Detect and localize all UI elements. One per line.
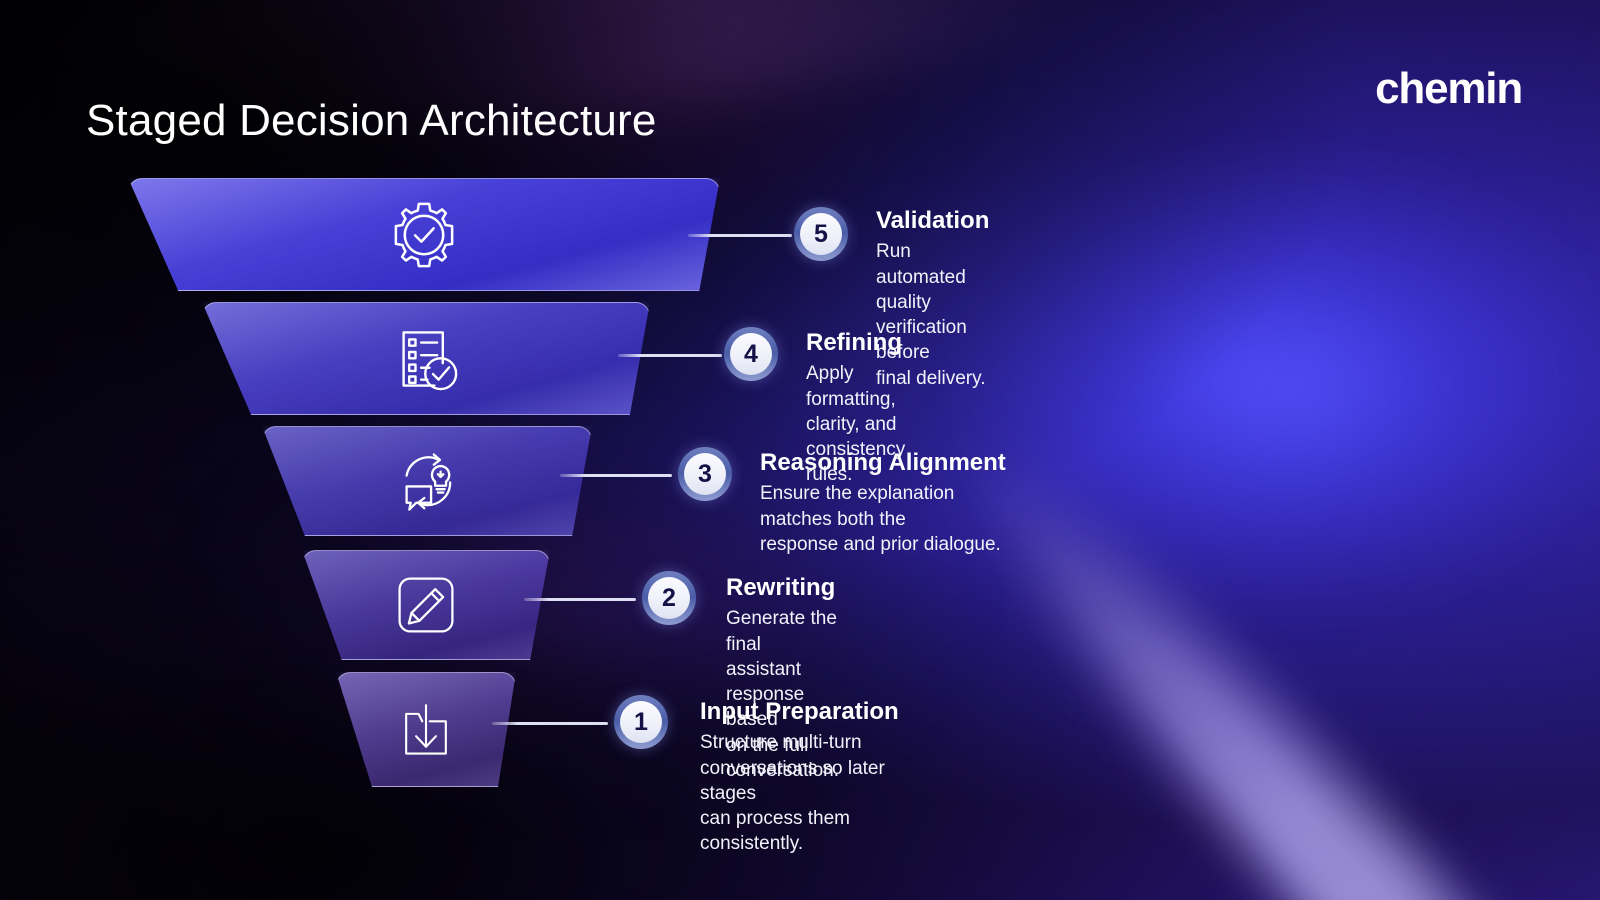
funnel-segment-3[interactable] xyxy=(262,426,592,536)
funnel-segment-2-shape xyxy=(302,550,550,660)
step-desc-1: Structure multi-turn conversations so la… xyxy=(700,732,885,855)
connector-line-4 xyxy=(618,354,722,357)
funnel-segment-2[interactable] xyxy=(302,550,550,660)
connector-line-1 xyxy=(492,722,608,725)
step-title-5: Validation xyxy=(876,207,990,234)
step-text-4: Refining Apply formatting, clarity, and … xyxy=(806,329,906,488)
step-desc-4: Apply formatting, clarity, and consisten… xyxy=(806,363,906,486)
step-desc-5: Run automated quality verification befor… xyxy=(876,241,986,389)
step-badge-1[interactable]: 1 xyxy=(614,695,668,749)
funnel-segment-1[interactable] xyxy=(336,672,516,787)
step-text-3: Reasoning Alignment Ensure the explanati… xyxy=(760,449,1006,557)
pencil-square-icon xyxy=(393,572,459,638)
step-desc-2: Generate the final assistant response ba… xyxy=(726,608,840,781)
funnel-segment-4-shape xyxy=(202,302,650,415)
step-badge-3-number: 3 xyxy=(684,453,726,495)
connector-line-2 xyxy=(524,598,636,601)
step-badge-2[interactable]: 2 xyxy=(642,571,696,625)
brand-logo: chemin xyxy=(1375,64,1523,113)
step-badge-5-number: 5 xyxy=(800,213,842,255)
step-text-2: Rewriting Generate the final assistant r… xyxy=(726,574,840,783)
step-title-2: Rewriting xyxy=(726,574,836,601)
step-text-1: Input Preparation Structure multi-turn c… xyxy=(700,698,899,857)
connector-line-3 xyxy=(560,474,672,477)
funnel-segment-3-shape xyxy=(262,426,592,536)
loop-lightbulb-chat-icon xyxy=(392,447,462,515)
funnel-segment-5[interactable] xyxy=(128,178,720,291)
step-title-4: Refining xyxy=(806,329,902,356)
funnel-segment-5-shape xyxy=(128,178,720,291)
funnel-segment-4[interactable] xyxy=(202,302,650,415)
gear-check-icon xyxy=(387,198,461,272)
checklist-check-icon xyxy=(391,324,461,394)
funnel-segment-1-shape xyxy=(336,672,516,787)
step-badge-4-number: 4 xyxy=(730,333,772,375)
step-badge-4[interactable]: 4 xyxy=(724,327,778,381)
page-title: Staged Decision Architecture xyxy=(86,96,657,145)
step-badge-1-number: 1 xyxy=(620,701,662,743)
step-badge-2-number: 2 xyxy=(648,577,690,619)
step-badge-5[interactable]: 5 xyxy=(794,207,848,261)
inbox-download-icon xyxy=(395,699,457,761)
step-badge-3[interactable]: 3 xyxy=(678,447,732,501)
connector-line-5 xyxy=(688,234,792,237)
step-title-1: Input Preparation xyxy=(700,698,899,725)
step-desc-3: Ensure the explanation matches both the … xyxy=(760,483,1001,555)
step-text-5: Validation Run automated quality verific… xyxy=(876,207,990,391)
step-title-3: Reasoning Alignment xyxy=(760,449,1006,476)
